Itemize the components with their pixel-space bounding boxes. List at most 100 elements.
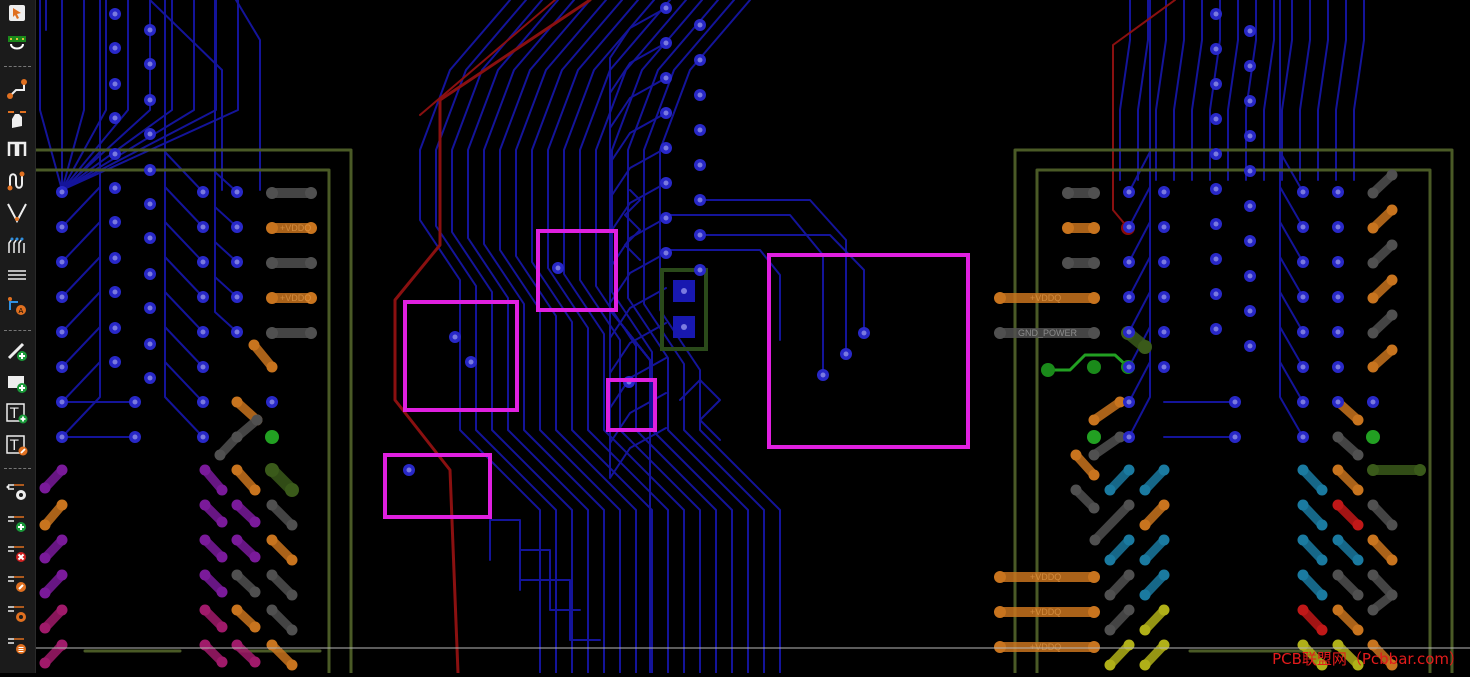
net-list-button[interactable] (3, 634, 31, 660)
tune-skew-button[interactable] (3, 201, 31, 227)
pad (1316, 519, 1328, 531)
via-hole (452, 334, 458, 340)
pad (1088, 222, 1100, 234)
highlight-box (536, 229, 618, 312)
add-text-icon: T (6, 402, 28, 428)
pad (1088, 571, 1100, 583)
highlight-net-button[interactable] (3, 32, 31, 58)
red-track-layer (393, 0, 1176, 675)
via-hole (59, 294, 65, 300)
align-tracks-button[interactable] (3, 264, 31, 290)
pad (1062, 257, 1074, 269)
pad (1367, 604, 1379, 616)
pad (1087, 430, 1101, 444)
via-hole (147, 305, 153, 311)
pad (1114, 431, 1126, 443)
pad (249, 484, 261, 496)
via-hole (147, 97, 153, 103)
pcb-board-svg[interactable]: +VDDQ +VDDQ +VDDQ GND_POWER +VDDQ +VDDQ … (34, 0, 1470, 675)
edit-net-button[interactable] (3, 572, 31, 598)
edit-text-icon: T (6, 434, 28, 460)
via-hole (59, 329, 65, 335)
edit-text-button[interactable]: T (3, 434, 31, 460)
pad (1123, 604, 1135, 616)
highlight-box (383, 453, 492, 519)
tune-length-button[interactable] (3, 170, 31, 196)
toolbar-separator (4, 468, 31, 469)
via-hole (1335, 399, 1341, 405)
pad (1158, 464, 1170, 476)
via-hole (820, 372, 826, 378)
pad (1088, 502, 1100, 514)
via-hole (1232, 399, 1238, 405)
via-hole (200, 259, 206, 265)
via-hole (112, 325, 118, 331)
highlight-net-icon (6, 32, 28, 58)
route-diff-pair-button[interactable] (3, 138, 31, 164)
pad (199, 639, 211, 651)
pad-hole (681, 324, 687, 330)
track (1227, 0, 1239, 181)
via-hole (147, 201, 153, 207)
via-hole (861, 330, 867, 336)
net-inspector-button[interactable] (3, 602, 31, 628)
pad (286, 589, 298, 601)
track (547, 0, 669, 674)
pad (1123, 464, 1135, 476)
track (609, 7, 667, 674)
add-net-button[interactable] (3, 512, 31, 538)
autoroute-button[interactable] (3, 233, 31, 259)
track (609, 77, 667, 674)
pad (1070, 484, 1082, 496)
via-hole (112, 255, 118, 261)
via-hole (1213, 81, 1219, 87)
via-hole (147, 27, 153, 33)
pad (231, 639, 243, 651)
pad (1062, 222, 1074, 234)
pad (1414, 464, 1426, 476)
pad (39, 519, 51, 531)
via-hole (697, 127, 703, 133)
track (61, 0, 101, 403)
pad (305, 187, 317, 199)
via-hole (1247, 168, 1253, 174)
interactive-router-button[interactable] (3, 108, 31, 134)
via-hole (1213, 186, 1219, 192)
via-hole (663, 180, 669, 186)
autoplace-button[interactable]: A (3, 294, 31, 320)
via-hole (1300, 294, 1306, 300)
pad (266, 361, 278, 373)
pad (56, 604, 68, 616)
via-hole (1213, 326, 1219, 332)
route-track-button[interactable] (3, 78, 31, 104)
track (483, 0, 605, 674)
track (164, 0, 204, 333)
add-line-button[interactable] (3, 340, 31, 366)
pad (1316, 554, 1328, 566)
select-tool-button[interactable] (3, 2, 31, 28)
add-zone-button[interactable] (3, 372, 31, 398)
via-hole (1126, 224, 1132, 230)
track (1245, 0, 1257, 181)
track (489, 519, 551, 581)
track (61, 0, 239, 191)
svg-text:T: T (9, 406, 19, 422)
pad (1104, 554, 1116, 566)
pcb-canvas[interactable]: +VDDQ +VDDQ +VDDQ GND_POWER +VDDQ +VDDQ … (34, 0, 1470, 675)
pad (249, 656, 261, 668)
via-hole (1335, 224, 1341, 230)
via-hole (200, 329, 206, 335)
pad (39, 482, 51, 494)
track (1317, 0, 1329, 181)
net-settings-button[interactable] (3, 480, 31, 506)
track (1279, 0, 1304, 438)
via-hole (59, 224, 65, 230)
highlight-box-layer (383, 229, 970, 519)
pad (1297, 534, 1309, 546)
pad (1367, 327, 1379, 339)
tune-skew-icon (6, 201, 28, 227)
add-text-button[interactable]: T (3, 402, 31, 428)
via-hole (112, 289, 118, 295)
pad (39, 587, 51, 599)
delete-net-button[interactable] (3, 542, 31, 568)
